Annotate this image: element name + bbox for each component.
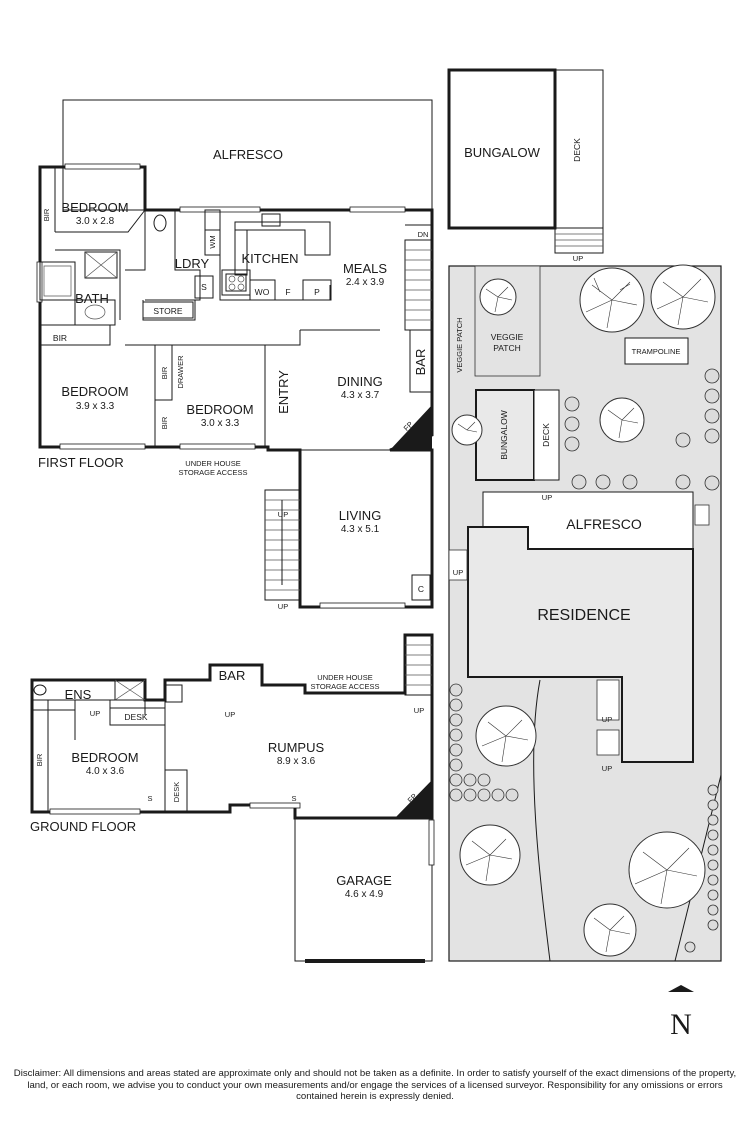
ground-floor-plan: ENS UP DESK BAR UP UNDER HOUSE STORAGE A… [30,633,435,963]
up-label-site-1: UP [602,715,612,724]
first-floor-stairs-entry [264,489,301,601]
under-house-label-2: UNDER HOUSE [317,673,372,682]
disclaimer-text: Disclaimer: All dimensions and areas sta… [13,1068,737,1102]
storage-access-label-2: STORAGE ACCESS [310,682,379,691]
deck-top-label: DECK [572,138,582,162]
bedroom-3-dims: 3.0 x 3.3 [201,418,240,429]
fridge-label: F [285,287,290,297]
up-label-ground-stairs: UP [414,706,424,715]
first-floor-stairs-meals [404,239,433,331]
bungalow-top-label: BUNGALOW [464,145,541,160]
bedroom-ground-label: BEDROOM [71,750,138,765]
bir-label-3: BIR [160,366,169,379]
north-label: N [670,1008,692,1041]
dn-label: DN [418,230,429,239]
bir-label-1: BIR [42,208,51,221]
shelf-label-2: S [291,794,296,803]
bedroom-2-dims: 3.9 x 3.3 [76,401,115,412]
patch-label: PATCH [493,343,521,353]
kitchen-label: KITCHEN [241,251,298,266]
sink-label: S [201,282,207,292]
living-label: LIVING [339,508,382,523]
bar-label-ground: BAR [219,668,246,683]
up-label-rumpus: UP [225,710,235,719]
wm-label: WM [208,235,217,248]
residence-label: RESIDENCE [537,607,630,624]
north-arrow: N [668,985,694,1041]
first-floor-label: FIRST FLOOR [38,455,124,470]
desk-label-1: DESK [124,712,147,722]
under-house-label-1: UNDER HOUSE [185,459,240,468]
bedroom-ground-dims: 4.0 x 3.6 [86,766,125,777]
fireplace-ground-icon [395,780,432,818]
entry-label: ENTRY [276,370,291,414]
rumpus-dims: 8.9 x 3.6 [277,756,316,767]
site-shrubs [449,368,720,953]
storage-access-label-1: STORAGE ACCESS [178,468,247,477]
bir-label-4: BIR [160,416,169,429]
store-label: STORE [153,306,182,316]
bungalow-site-label: BUNGALOW [499,410,509,460]
ensuite-label: ENS [65,687,92,702]
bath-label: BATH [75,291,109,306]
living-dims: 4.3 x 5.1 [341,524,380,535]
ground-floor-label: GROUND FLOOR [30,819,136,834]
north-arrow-icon [668,985,694,992]
up-label-bungalow: UP [573,254,583,263]
bar-label-first: BAR [413,349,428,376]
first-floor-plan: ALFRESCO [36,99,434,611]
laundry-label: LDRY [175,256,210,271]
bedroom-1-label: BEDROOM [61,200,128,215]
pantry-label: P [314,287,320,297]
up-label-entry-1: UP [278,510,288,519]
shelf-label-1: S [147,794,152,803]
bedroom-1-dims: 3.0 x 2.8 [76,216,115,227]
bedroom-3-label: BEDROOM [186,402,253,417]
rumpus-label: RUMPUS [268,740,325,755]
fireplace-icon [390,405,432,450]
cupboard-label: C [418,584,424,594]
up-label-entry-2: UP [278,602,288,611]
wall-oven-label: WO [255,287,270,297]
bungalow-plan: BUNGALOW DECK UP [447,68,604,263]
garage-label: GARAGE [336,873,392,888]
meals-label: MEALS [343,261,387,276]
bedroom-2-label: BEDROOM [61,384,128,399]
bir-label-ground: BIR [35,753,44,766]
garage-dims: 4.6 x 4.9 [345,889,384,900]
up-label-site-bungalow: UP [542,493,552,502]
dining-dims: 4.3 x 3.7 [341,390,380,401]
bir-label-2: BIR [53,333,67,343]
alfresco-site-label: ALFRESCO [566,516,642,532]
alfresco-label: ALFRESCO [213,147,283,162]
dining-label: DINING [337,374,383,389]
drawer-label: DRAWER [176,355,185,389]
veggie-label: VEGGIE [491,332,524,342]
up-label-site-left: UP [453,568,463,577]
site-trees [451,264,716,957]
veggie-patch-label-vertical: VEGGIE PATCH [455,317,464,372]
up-label-ens: UP [90,709,100,718]
desk-label-2: DESK [172,782,181,802]
site-plan: VEGGIE PATCH VEGGIE PATCH TRAMPOLINE BUN… [448,264,722,962]
trampoline-label: TRAMPOLINE [632,347,681,356]
meals-dims: 2.4 x 3.9 [346,277,385,288]
up-label-site-2: UP [602,764,612,773]
deck-site-label: DECK [541,423,551,447]
